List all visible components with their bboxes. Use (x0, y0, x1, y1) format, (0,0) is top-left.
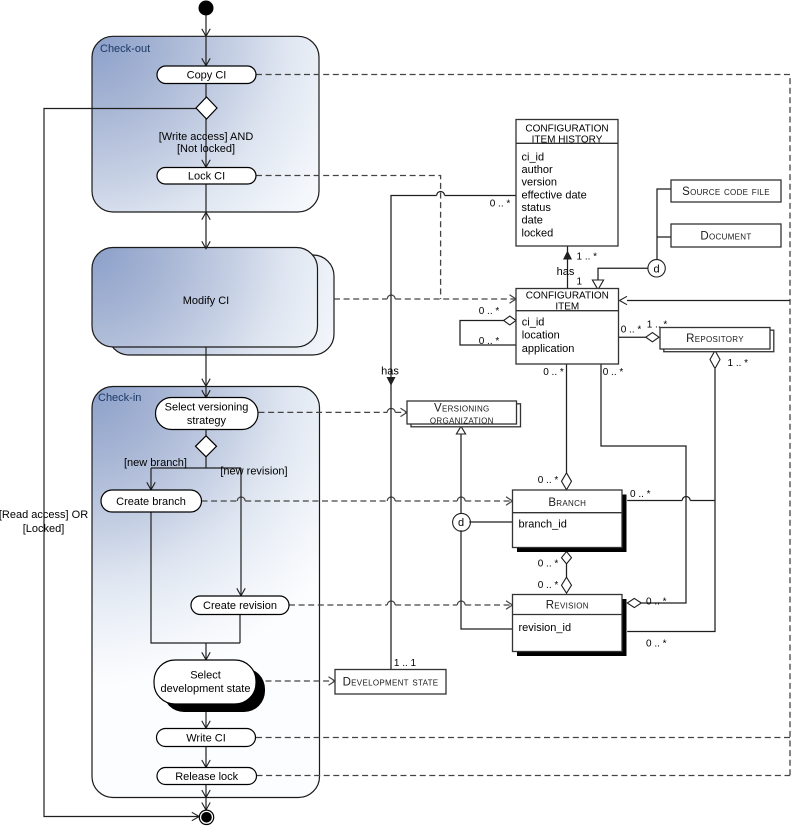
svg-text:Check-out: Check-out (100, 43, 150, 55)
svg-text:Document: Document (700, 231, 751, 243)
svg-text:Write CI: Write CI (186, 732, 226, 744)
svg-text:0 .. *: 0 .. * (646, 596, 667, 607)
svg-text:0 .. *: 0 .. * (479, 336, 500, 347)
svg-text:locked: locked (522, 227, 554, 239)
svg-text:Development state: Development state (343, 676, 439, 688)
svg-text:Modify CI: Modify CI (183, 295, 229, 307)
svg-text:effective date: effective date (522, 189, 587, 201)
svg-text:author: author (522, 164, 554, 176)
svg-text:1 .. *: 1 .. * (647, 319, 668, 330)
svg-text:0 .. *: 0 .. * (603, 367, 624, 378)
svg-text:1 .. *: 1 .. * (728, 358, 749, 369)
svg-text:Branch: Branch (548, 497, 586, 509)
svg-text:d: d (654, 263, 660, 275)
svg-text:0 .. *: 0 .. * (543, 367, 564, 378)
svg-text:Versioning: Versioning (434, 403, 490, 415)
svg-text:[Locked]: [Locked] (23, 523, 65, 535)
svg-text:0 .. *: 0 .. * (646, 638, 667, 649)
svg-text:[new branch]: [new branch] (124, 457, 187, 469)
svg-text:CONFIGURATION: CONFIGURATION (525, 123, 608, 134)
svg-text:Create revision: Create revision (203, 600, 277, 612)
svg-text:date: date (522, 215, 543, 227)
svg-text:revision_id: revision_id (519, 622, 572, 634)
svg-text:[Write access] AND: [Write access] AND (159, 131, 254, 143)
svg-text:has: has (557, 266, 575, 278)
svg-text:1 .. 1: 1 .. 1 (394, 658, 417, 669)
svg-text:Copy CI: Copy CI (187, 70, 227, 82)
svg-text:application: application (522, 343, 575, 355)
svg-text:ITEM: ITEM (555, 302, 579, 313)
svg-text:development state: development state (161, 683, 251, 695)
svg-text:Create branch: Create branch (116, 496, 186, 508)
svg-text:Select: Select (190, 670, 221, 682)
svg-text:0 .. *: 0 .. * (621, 325, 642, 336)
svg-text:ci_id: ci_id (522, 151, 545, 163)
svg-text:ci_id: ci_id (522, 316, 545, 328)
svg-text:[new revision]: [new revision] (220, 466, 287, 478)
svg-text:0 .. *: 0 .. * (479, 306, 500, 317)
svg-text:Source code file: Source code file (682, 186, 770, 198)
svg-text:status: status (522, 202, 552, 214)
svg-text:Repository: Repository (686, 333, 744, 345)
svg-text:organization: organization (430, 414, 494, 426)
svg-text:has: has (381, 365, 399, 377)
svg-text:CONFIGURATION: CONFIGURATION (526, 291, 609, 302)
svg-text:0 .. *: 0 .. * (538, 580, 559, 591)
svg-text:Revision: Revision (546, 599, 589, 611)
svg-text:Lock CI: Lock CI (188, 171, 225, 183)
svg-text:[Not locked]: [Not locked] (177, 143, 235, 155)
svg-text:Select versioning: Select versioning (165, 402, 249, 414)
svg-text:Check-in: Check-in (98, 392, 141, 404)
svg-text:version: version (522, 177, 557, 189)
svg-text:d: d (458, 517, 464, 529)
svg-text:ITEM HISTORY: ITEM HISTORY (532, 135, 603, 146)
svg-text:1 .. *: 1 .. * (577, 252, 598, 263)
svg-text:strategy: strategy (187, 415, 227, 427)
svg-text:[Read access] OR: [Read access] OR (0, 509, 88, 521)
svg-text:0 .. *: 0 .. * (630, 489, 651, 500)
svg-text:Release lock: Release lock (175, 771, 238, 783)
svg-text:0 .. *: 0 .. * (538, 475, 559, 486)
svg-text:0 .. *: 0 .. * (490, 199, 511, 210)
svg-text:location: location (522, 329, 560, 341)
svg-text:0 .. *: 0 .. * (538, 558, 559, 569)
svg-text:1: 1 (577, 277, 583, 288)
svg-text:branch_id: branch_id (519, 519, 567, 531)
